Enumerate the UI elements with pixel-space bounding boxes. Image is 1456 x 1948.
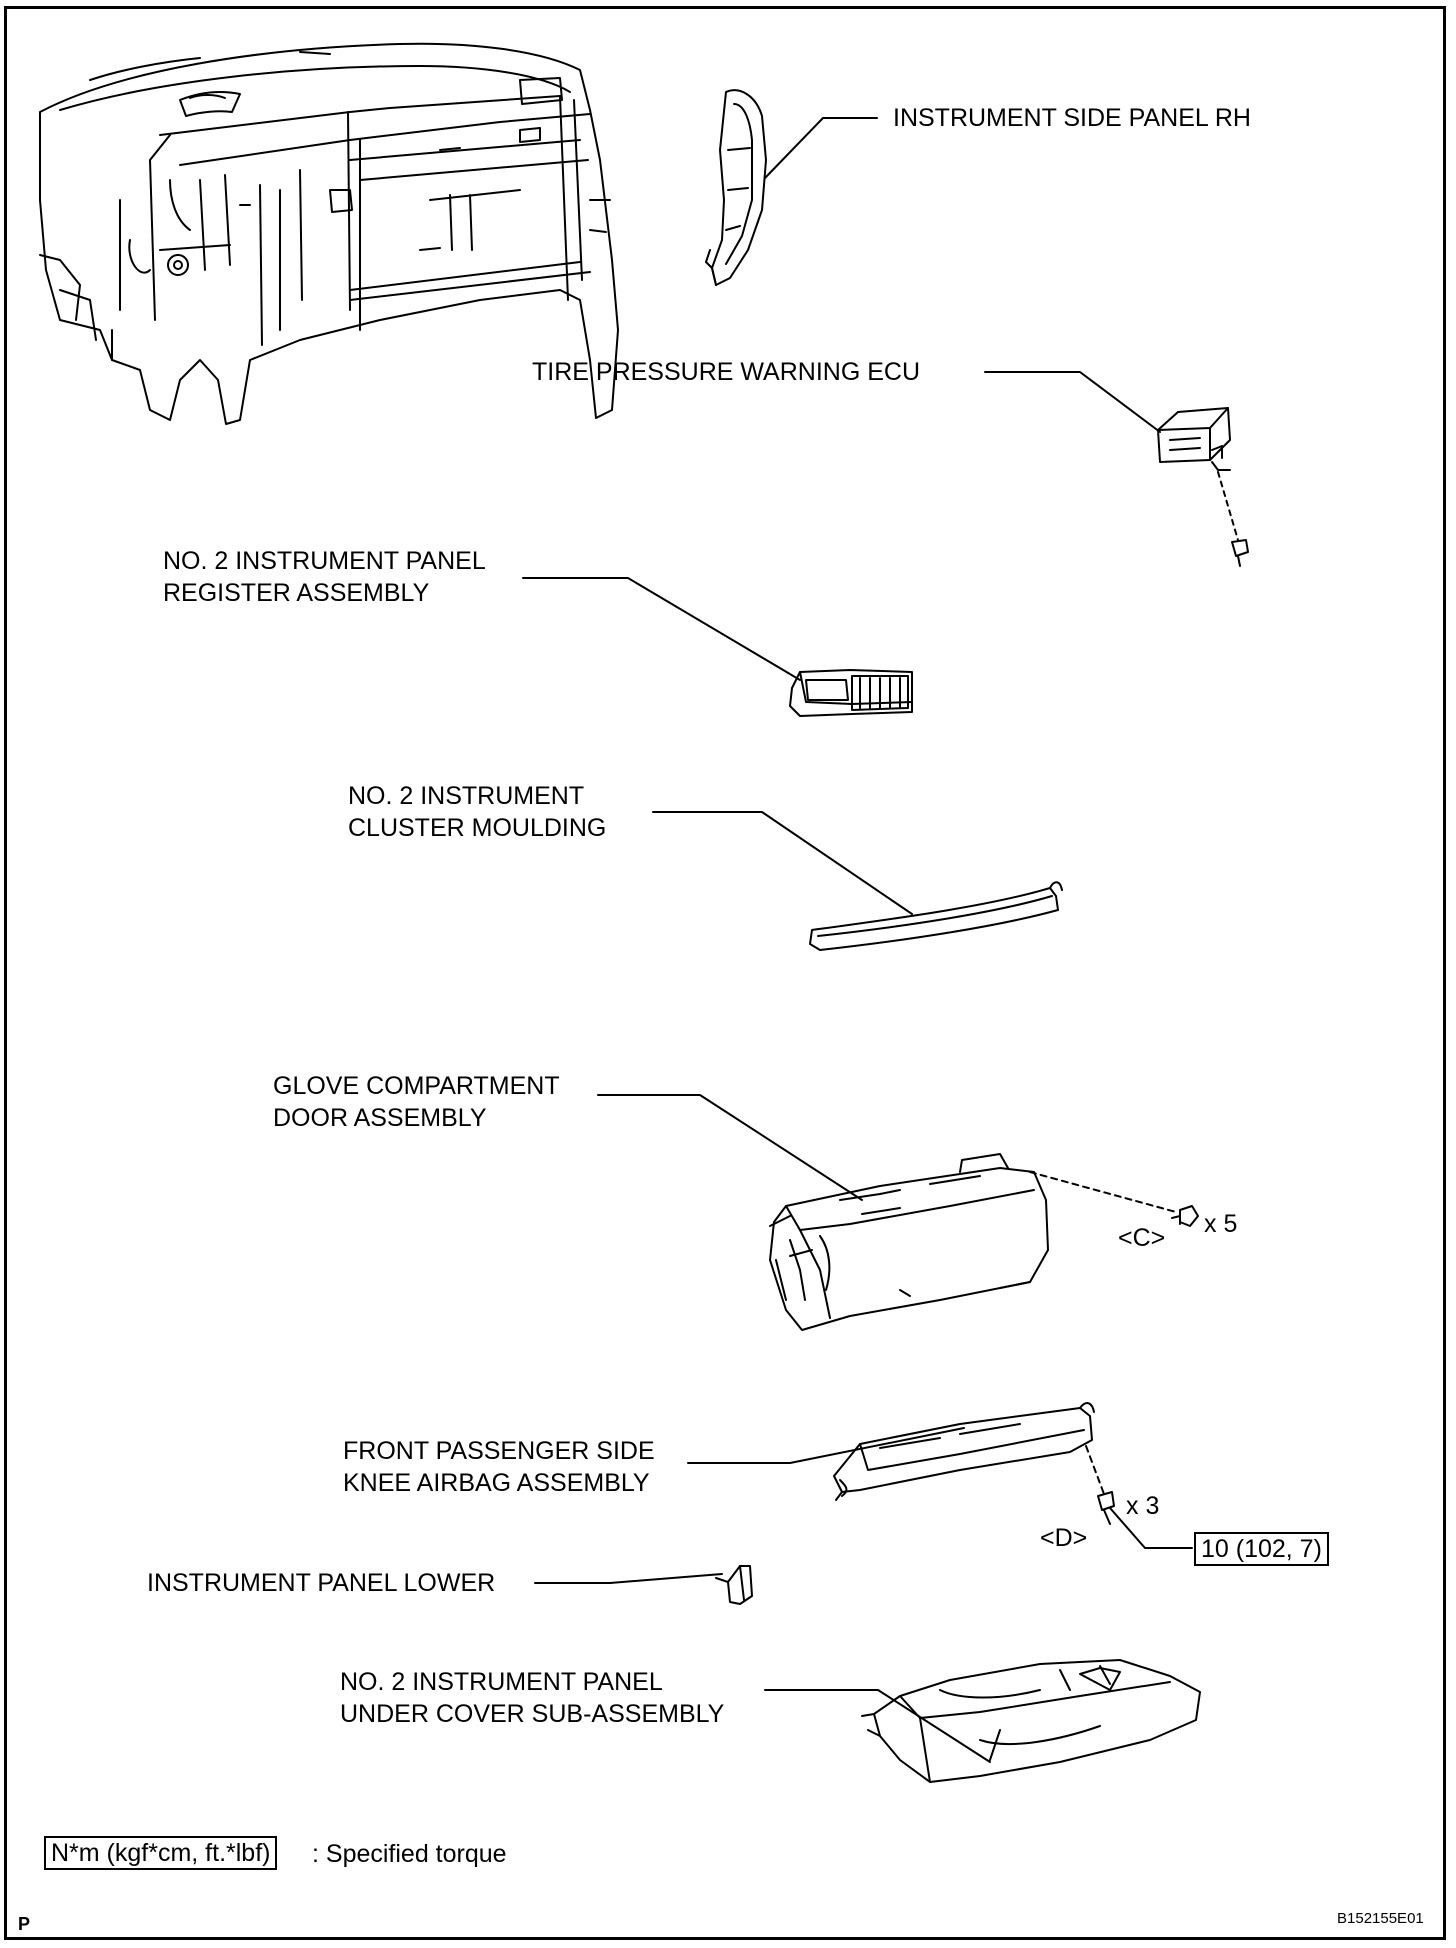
label-bolt-d: <D>	[1040, 1524, 1088, 1552]
side-panel-leader	[764, 117, 878, 179]
label-glove-compartment-line1: GLOVE COMPARTMENT	[273, 1072, 560, 1100]
label-clip-c: <C>	[1118, 1224, 1166, 1252]
under-cover-leader	[764, 1689, 991, 1763]
knee-airbag-bolt-illustration	[1097, 1491, 1115, 1525]
label-knee-airbag-line1: FRONT PASSENGER SIDE	[343, 1437, 655, 1465]
figure-code: B152155E01	[1337, 1910, 1424, 1927]
under-cover-illustration	[861, 1659, 1201, 1783]
glove-compartment-clip-illustration	[1171, 1205, 1199, 1227]
knee-airbag-illustration	[833, 1402, 1095, 1501]
torque-leader	[1109, 1507, 1193, 1549]
label-glove-compartment-line2: DOOR ASSEMBLY	[273, 1104, 487, 1132]
legend-torque-description: : Specified torque	[312, 1840, 507, 1868]
diagram-frame	[4, 6, 1446, 1940]
label-clip-quantity: x 5	[1204, 1210, 1238, 1238]
legend-torque-box: N*m (kgf*cm, ft.*lbf)	[44, 1836, 278, 1870]
tire-ecu-screw-illustration	[1231, 539, 1249, 567]
instrument-panel-lower-illustration	[715, 1565, 753, 1605]
instrument-side-panel-illustration	[705, 89, 767, 286]
register-leader	[522, 577, 801, 681]
glove-compartment-leader	[597, 1094, 863, 1201]
knee-airbag-leader	[687, 1427, 965, 1464]
torque-value-box: 10 (102, 7)	[1194, 1532, 1329, 1566]
instrument-panel-lower-leader	[534, 1573, 723, 1584]
label-instrument-panel-lower: INSTRUMENT PANEL LOWER	[147, 1569, 496, 1597]
label-cluster-moulding-line1: NO. 2 INSTRUMENT	[348, 782, 585, 810]
corner-mark: P	[18, 1914, 31, 1934]
label-tire-pressure-ecu: TIRE PRESSURE WARNING ECU	[532, 358, 921, 386]
label-under-cover-line2: UNDER COVER SUB-ASSEMBLY	[340, 1700, 725, 1728]
label-register-line1: NO. 2 INSTRUMENT PANEL	[163, 547, 486, 575]
tire-ecu-leader	[984, 371, 1161, 433]
glove-compartment-illustration	[769, 1153, 1049, 1331]
label-under-cover-line1: NO. 2 INSTRUMENT PANEL	[340, 1668, 663, 1696]
glove-compartment-clip-dashline	[1029, 1171, 1177, 1213]
cluster-moulding-illustration	[809, 881, 1063, 951]
cluster-moulding-leader	[652, 811, 913, 915]
knee-airbag-bolt-dashline	[1085, 1445, 1105, 1495]
instrument-panel-frame-illustration	[39, 42, 619, 425]
label-register-line2: REGISTER ASSEMBLY	[163, 579, 430, 607]
tire-ecu-screw-dashline	[1217, 471, 1239, 541]
label-knee-airbag-line2: KNEE AIRBAG ASSEMBLY	[343, 1469, 650, 1497]
label-cluster-moulding-line2: CLUSTER MOULDING	[348, 814, 607, 842]
register-assembly-illustration	[789, 669, 913, 717]
label-bolt-quantity: x 3	[1126, 1492, 1160, 1520]
label-instrument-side-panel: INSTRUMENT SIDE PANEL RH	[893, 104, 1251, 132]
tire-pressure-ecu-illustration	[1157, 407, 1231, 471]
